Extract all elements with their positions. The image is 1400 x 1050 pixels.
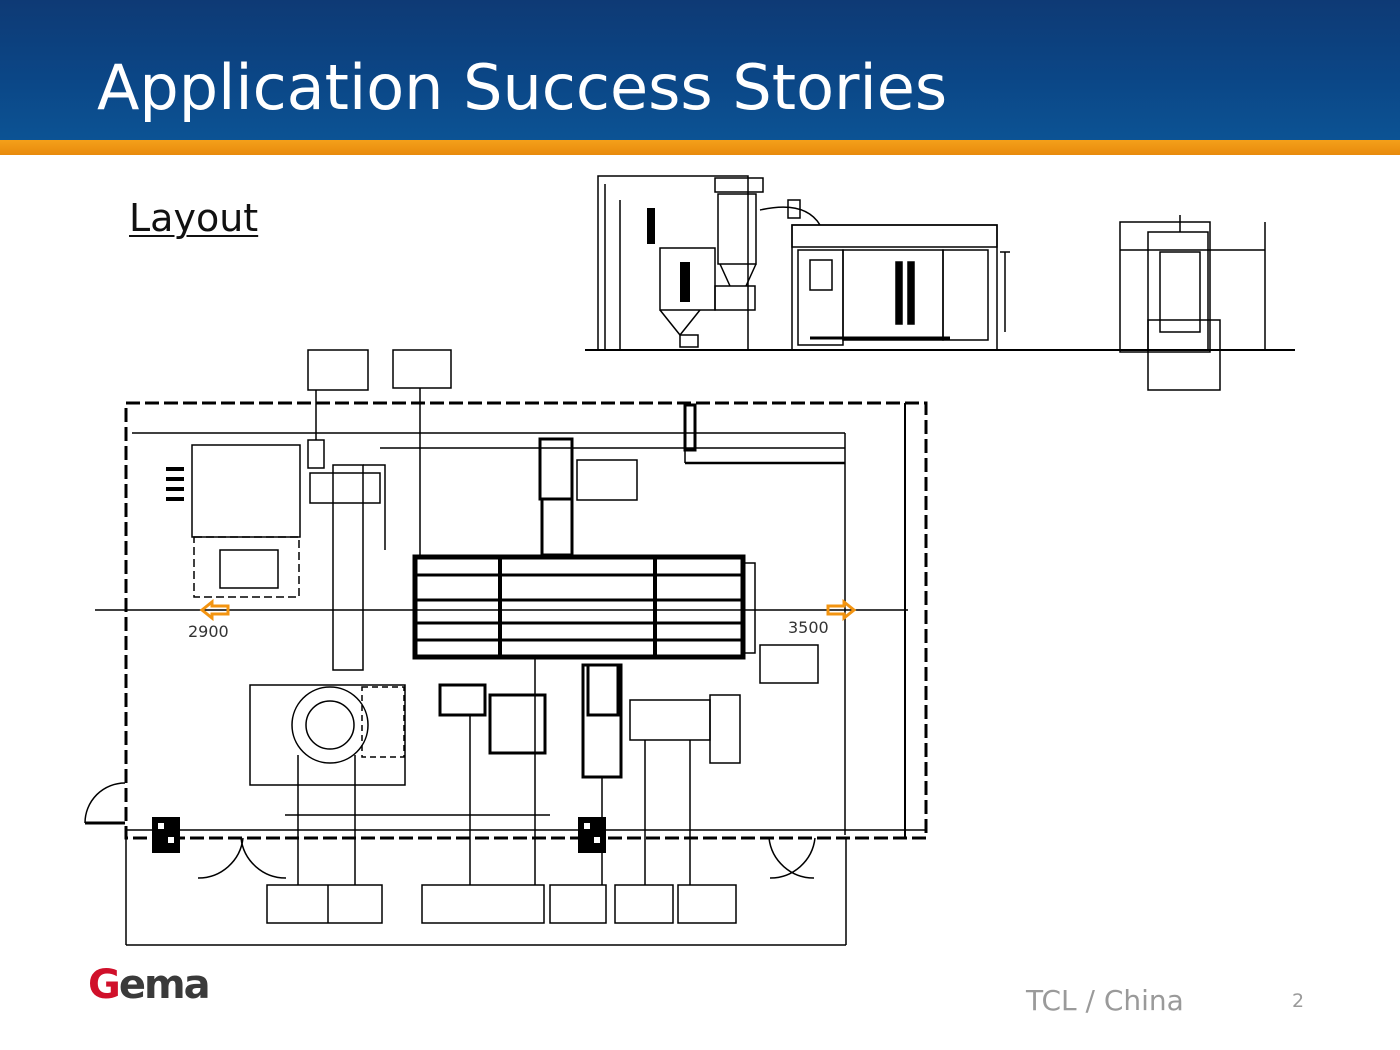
floor-plan-drawing: 2900 3500 — [84, 349, 928, 946]
logo-initial: G — [88, 962, 121, 1008]
page-number: 2 — [1292, 990, 1305, 1012]
header-bar — [0, 0, 1400, 140]
dimension-left: 2900 — [188, 622, 229, 641]
header-accent-stripe — [0, 140, 1400, 155]
dimension-right: 3500 — [788, 618, 829, 637]
slide-title: Application Success Stories — [97, 51, 948, 124]
footer-location: TCL / China — [1026, 984, 1184, 1017]
gema-logo: Gema — [88, 962, 211, 1008]
section-heading: Layout — [129, 196, 259, 240]
logo-text: Gema — [88, 962, 211, 1008]
elevation-drawing — [585, 175, 1295, 391]
